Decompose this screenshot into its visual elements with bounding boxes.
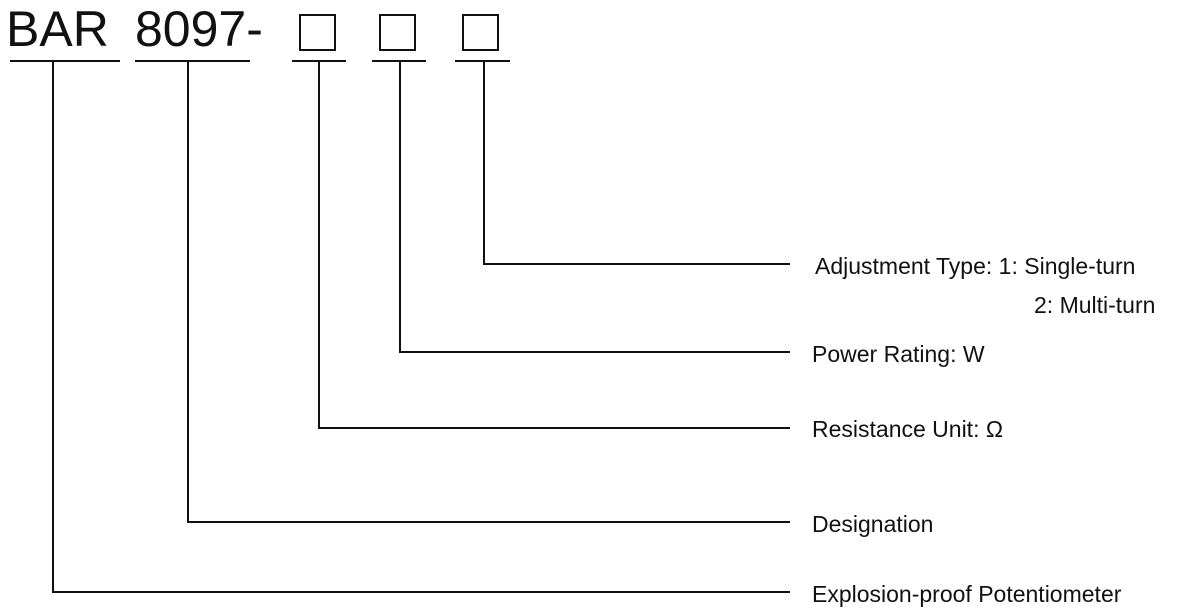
type-name-label: Explosion-proof Potentiometer	[812, 581, 1122, 607]
resistance-leader-line	[318, 61, 790, 429]
power-leader-line	[399, 61, 790, 353]
adjustment-type-option-2: 2: Multi-turn	[1034, 292, 1155, 318]
adjustment-leader-line	[483, 61, 790, 265]
model-prefix-text: BAR	[6, 1, 109, 57]
type-leader-line	[52, 61, 790, 593]
resistance-unit-label: Resistance Unit: Ω	[812, 416, 1003, 442]
model-number-text: 8097-	[135, 1, 263, 57]
adjustment-placeholder-box	[462, 14, 499, 51]
power-placeholder-box	[379, 14, 416, 51]
adjustment-type-label: Adjustment Type: 1: Single-turn	[815, 253, 1135, 279]
resistance-placeholder-box	[299, 14, 336, 51]
designation-leader-line	[187, 61, 790, 523]
designation-label: Designation	[812, 511, 933, 537]
power-rating-label: Power Rating: W	[812, 341, 985, 367]
